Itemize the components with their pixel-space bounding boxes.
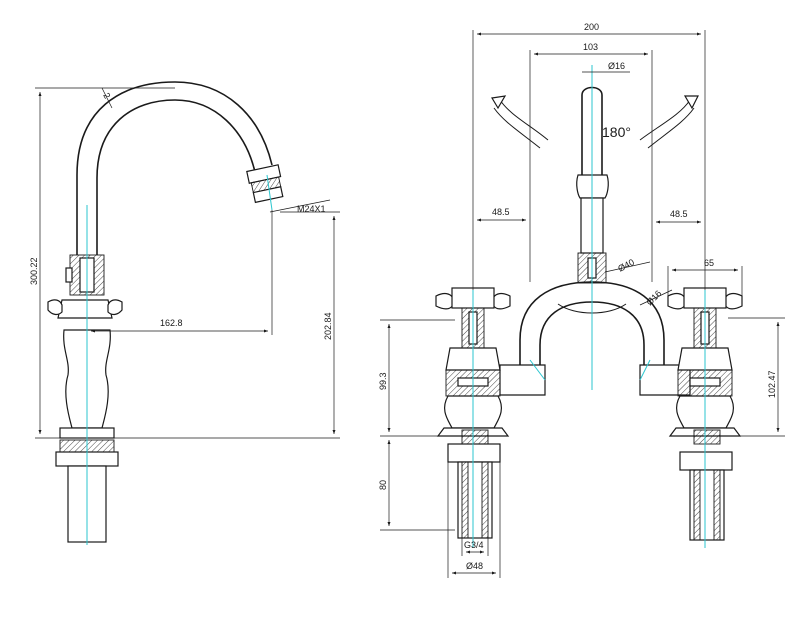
aerator — [246, 164, 284, 204]
dim-aerator-thread: M24X1 — [297, 204, 326, 214]
spout-neck — [76, 81, 273, 255]
side-view: 300.22 202.84 162.8 M24X1 2 — [29, 81, 340, 545]
dim-bridge-diameter: Ø40 — [616, 257, 636, 274]
dim-right-valve-height: 102.47 — [767, 370, 777, 398]
rotation-arrow-right — [639, 99, 691, 141]
dim-wall-mark: 2 — [101, 91, 112, 100]
dim-height-overall: 300.22 — [29, 257, 39, 285]
dim-width-overall: 200 — [584, 22, 599, 32]
rotation-arrow-left — [499, 99, 549, 141]
dim-spout-height: 202.84 — [323, 312, 333, 340]
dim-left-valve-height: 99.3 — [378, 372, 388, 390]
dim-tail-length: 80 — [378, 480, 388, 490]
side-valve-body — [47, 254, 123, 543]
dim-spout-reach: 162.8 — [160, 318, 183, 328]
dim-flange-diameter: Ø48 — [466, 561, 483, 571]
dim-spout-diameter: Ø16 — [608, 61, 625, 71]
dim-left-offset: 48.5 — [492, 207, 510, 217]
dim-spout-base-width: 103 — [583, 42, 598, 52]
dim-pipe-diameter: Ø16 — [644, 288, 663, 307]
rotation-label: 180° — [602, 124, 631, 140]
front-view: 180° 200 103 Ø16 48.5 48.5 65 Ø40 Ø16 — [378, 22, 785, 578]
dim-handle-span: 65 — [704, 258, 714, 268]
dim-right-offset: 48.5 — [670, 209, 688, 219]
dim-tail-thread: G3/4 — [464, 540, 484, 550]
